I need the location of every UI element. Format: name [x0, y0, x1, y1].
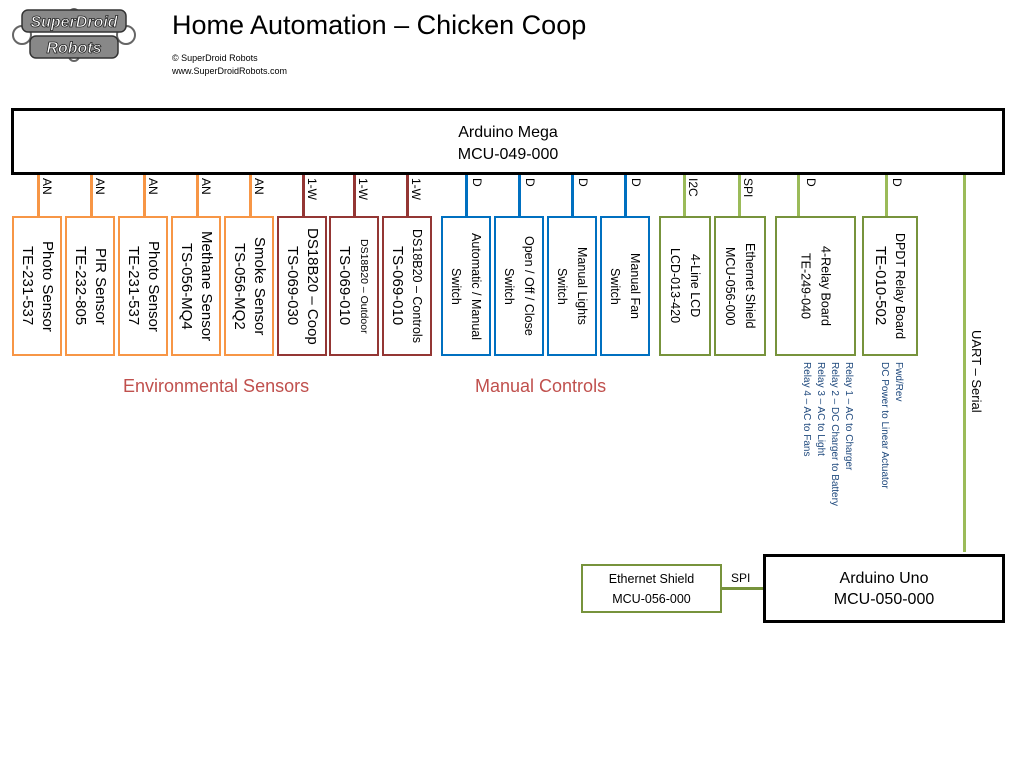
- wire-open-close: [518, 175, 521, 216]
- wire-dpdt: [885, 175, 888, 216]
- bus-label-1w: 1-W: [409, 178, 423, 200]
- uno-ethernet-shield-box: Ethernet Shield MCU-056-000: [581, 564, 722, 613]
- wire-lights: [571, 175, 574, 216]
- spi-link-label: SPI: [731, 571, 751, 585]
- arduino-mega-block: Arduino Mega MCU-049-000: [11, 108, 1005, 175]
- uart-serial-line: [963, 175, 966, 552]
- bus-label-an: AN: [40, 178, 54, 195]
- wire-ethernet: [738, 175, 741, 216]
- uno-ethernet-name: Ethernet Shield: [608, 572, 695, 586]
- group-label-environmental: Environmental Sensors: [123, 376, 310, 396]
- wire-methane: [196, 175, 199, 216]
- wire-pir: [90, 175, 93, 216]
- uno-name: Arduino Uno: [839, 570, 929, 587]
- bus-label-d: D: [629, 178, 643, 187]
- mega-name: Arduino Mega: [458, 124, 558, 141]
- wire-photo-2: [143, 175, 146, 216]
- relay-note: Relay 1 – AC to Charger: [843, 362, 854, 471]
- bus-label-an: AN: [252, 178, 266, 195]
- uno-part: MCU-050-000: [833, 591, 935, 608]
- wire-ds18b20-out: [353, 175, 356, 216]
- bus-label-an: AN: [93, 178, 107, 195]
- wire-lcd: [683, 175, 686, 216]
- website-text: www.SuperDroidRobots.com: [172, 66, 288, 76]
- bus-label-i2c: I2C: [686, 178, 700, 197]
- wire-ds18b20-ctrl: [406, 175, 409, 216]
- mega-part: MCU-049-000: [457, 146, 559, 163]
- dpdt-note: DC Power to Linear Actuator: [879, 362, 890, 489]
- bus-label-an: AN: [199, 178, 213, 195]
- copyright-text: © SuperDroid Robots: [172, 53, 258, 63]
- page-title: Home Automation – Chicken Coop: [172, 10, 587, 40]
- bus-label-d: D: [470, 178, 484, 187]
- svg-text:Robots: Robots: [46, 40, 101, 57]
- bus-label-d: D: [523, 178, 537, 187]
- superdroid-logo: SuperDroid Robots: [12, 8, 136, 62]
- bus-label-an: AN: [146, 178, 160, 195]
- bus-label-spi: SPI: [741, 178, 755, 198]
- wire-auto-manual: [465, 175, 468, 216]
- uart-serial-label: UART – Serial: [969, 330, 984, 413]
- bus-label-1w: 1-W: [305, 178, 319, 200]
- wire-ds18b20-coop: [302, 175, 305, 216]
- svg-text:SuperDroid: SuperDroid: [30, 14, 118, 31]
- wire-fan: [624, 175, 627, 216]
- spi-link-line: [722, 587, 763, 590]
- uno-ethernet-part: MCU-056-000: [612, 592, 691, 606]
- bus-label-1w: 1-W: [356, 178, 370, 200]
- bus-label-d: D: [890, 178, 904, 187]
- wire-photo-1: [37, 175, 40, 216]
- relay-note: Relay 3 – AC to Light: [815, 362, 826, 456]
- wire-smoke: [249, 175, 252, 216]
- bus-label-d: D: [576, 178, 590, 187]
- wire-relay4: [797, 175, 800, 216]
- bus-label-d: D: [804, 178, 818, 187]
- relay-note: Relay 4 – AC to Fans: [801, 362, 812, 457]
- arduino-uno-block: Arduino Uno MCU-050-000: [763, 554, 1005, 623]
- relay-note: Relay 2 – DC Charger to Battery: [829, 362, 840, 506]
- group-label-manual: Manual Controls: [475, 376, 607, 396]
- dpdt-note: Fwd/Rev: [893, 362, 904, 402]
